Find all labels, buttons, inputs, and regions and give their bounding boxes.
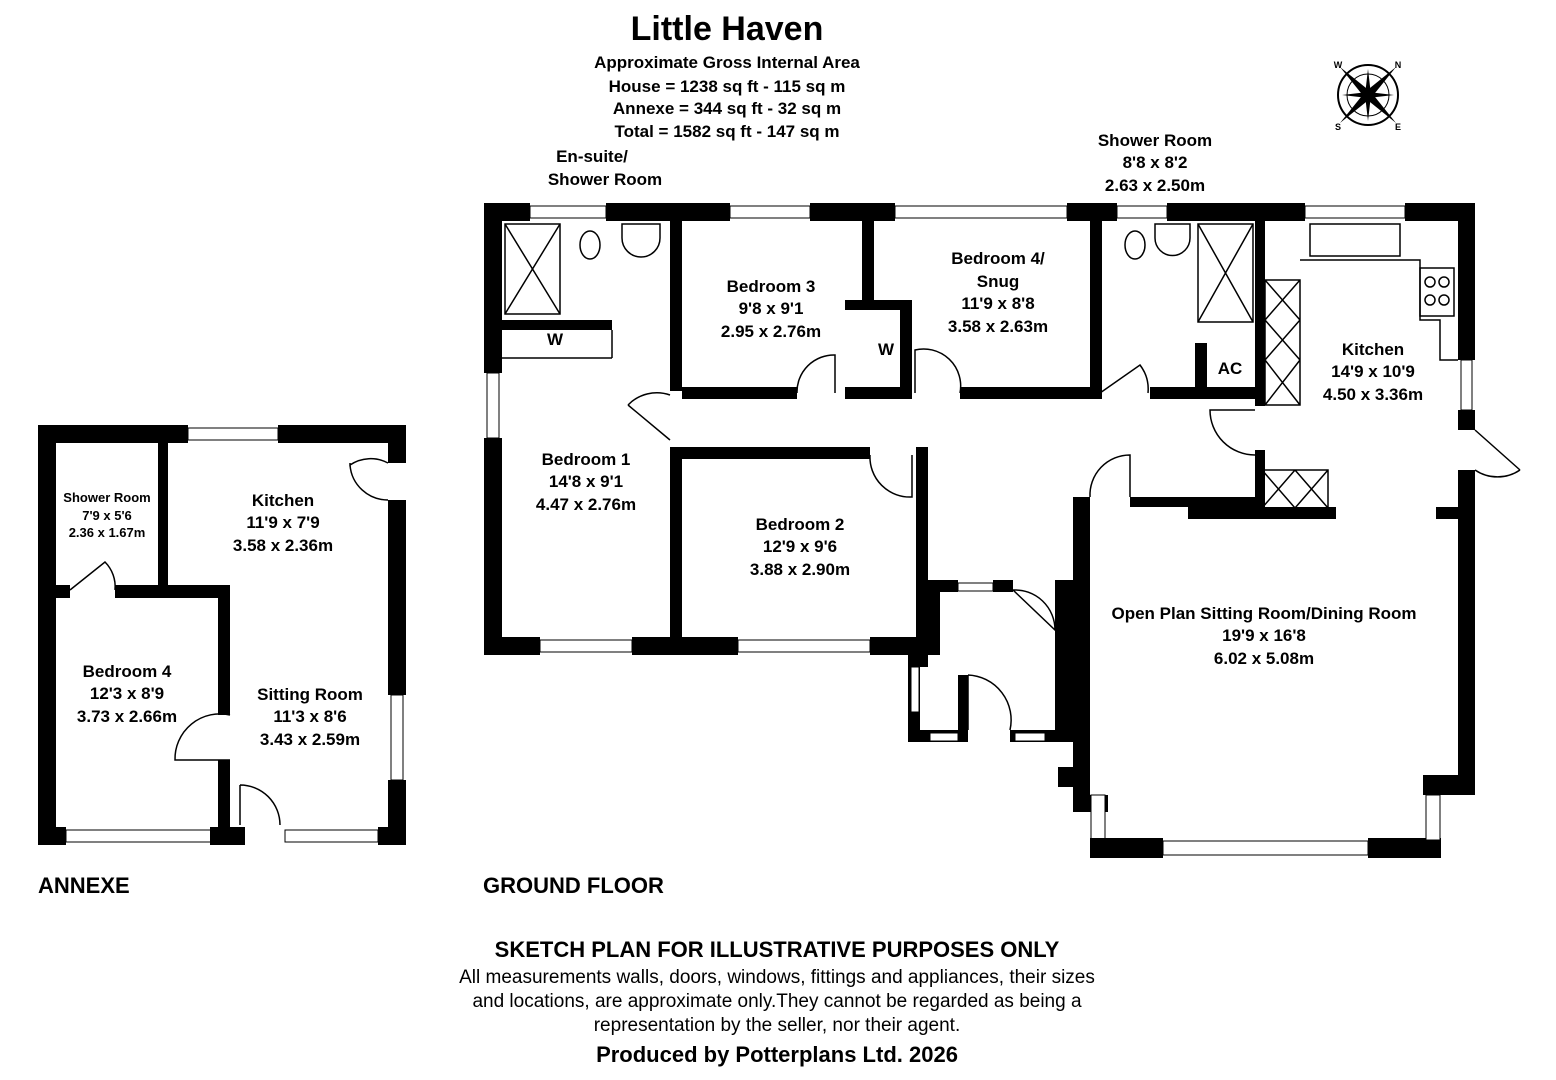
svg-text:Shower Room: Shower Room — [1098, 131, 1212, 150]
ground-floor-label: GROUND FLOOR — [483, 873, 664, 898]
annexe-label: ANNEXE — [38, 873, 130, 898]
compass-rose-icon: W N S E — [1334, 60, 1402, 132]
annexe-bedroom-4: Bedroom 4 12'3 x 8'9 3.73 x 2.66m — [77, 662, 177, 726]
svg-text:11'9 x 7'9: 11'9 x 7'9 — [246, 513, 319, 532]
ensuite-label: En-suite/ Shower Room — [548, 147, 662, 189]
svg-text:4.47 x 2.76m: 4.47 x 2.76m — [536, 495, 636, 514]
total-area: Total = 1582 sq ft - 147 sq m — [614, 122, 839, 141]
svg-text:3.73 x 2.66m: 3.73 x 2.66m — [77, 707, 177, 726]
svg-text:14'9 x 10'9: 14'9 x 10'9 — [1331, 362, 1415, 381]
svg-text:Kitchen: Kitchen — [1342, 340, 1404, 359]
wardrobe-label-2: W — [878, 340, 895, 359]
svg-text:Shower Room: Shower Room — [63, 490, 150, 505]
svg-text:2.63 x 2.50m: 2.63 x 2.50m — [1105, 176, 1205, 195]
svg-text:3.58 x 2.63m: 3.58 x 2.63m — [948, 317, 1048, 336]
svg-text:Open Plan Sitting Room/Dining: Open Plan Sitting Room/Dining Room — [1111, 604, 1416, 623]
svg-text:Shower Room: Shower Room — [548, 170, 662, 189]
svg-text:9'8 x 9'1: 9'8 x 9'1 — [739, 299, 804, 318]
svg-text:Bedroom 4: Bedroom 4 — [83, 662, 172, 681]
svg-text:Kitchen: Kitchen — [252, 491, 314, 510]
annexe-shower-room: Shower Room 7'9 x 5'6 2.36 x 1.67m — [63, 490, 150, 540]
disclaimer-line-1: All measurements walls, doors, windows, … — [459, 967, 1095, 988]
ground-floor-walls — [484, 203, 1521, 858]
svg-text:11'9 x 8'8: 11'9 x 8'8 — [961, 294, 1034, 313]
room-kitchen: Kitchen 14'9 x 10'9 4.50 x 3.36m — [1323, 340, 1423, 404]
compass-w: W — [1334, 60, 1343, 70]
svg-text:19'9 x 16'8: 19'9 x 16'8 — [1222, 626, 1306, 645]
shower-room-label: Shower Room 8'8 x 8'2 2.63 x 2.50m — [1098, 131, 1212, 195]
compass-n: N — [1395, 60, 1402, 70]
svg-text:3.58 x 2.36m: 3.58 x 2.36m — [233, 536, 333, 555]
airing-cupboard-label: AC — [1218, 359, 1243, 378]
annexe-kitchen: Kitchen 11'9 x 7'9 3.58 x 2.36m — [233, 491, 333, 555]
room-open-plan-sitting-dining: Open Plan Sitting Room/Dining Room 19'9 … — [1111, 604, 1416, 668]
disclaimer-line-2: and locations, are approximate only.They… — [472, 991, 1082, 1012]
annexe-walls — [38, 425, 406, 845]
annexe-sitting-room: Sitting Room 11'3 x 8'6 3.43 x 2.59m — [257, 685, 363, 749]
svg-text:11'3 x 8'6: 11'3 x 8'6 — [273, 707, 346, 726]
room-bedroom-4-snug: Bedroom 4/ Snug 11'9 x 8'8 3.58 x 2.63m — [948, 249, 1048, 336]
svg-text:14'8 x 9'1: 14'8 x 9'1 — [549, 472, 623, 491]
svg-text:2.95 x 2.76m: 2.95 x 2.76m — [721, 322, 821, 341]
svg-text:12'3 x 8'9: 12'3 x 8'9 — [90, 684, 164, 703]
room-bedroom-2: Bedroom 2 12'9 x 9'6 3.88 x 2.90m — [750, 515, 850, 579]
compass-s: S — [1335, 122, 1341, 132]
svg-text:8'8 x 8'2: 8'8 x 8'2 — [1123, 153, 1188, 172]
credit-line: Produced by Potterplans Ltd. 2026 — [596, 1042, 958, 1067]
svg-text:Sitting Room: Sitting Room — [257, 685, 363, 704]
svg-text:7'9 x 5'6: 7'9 x 5'6 — [82, 508, 132, 523]
svg-text:Bedroom 2: Bedroom 2 — [756, 515, 845, 534]
svg-text:12'9 x 9'6: 12'9 x 9'6 — [763, 537, 837, 556]
room-bedroom-1: Bedroom 1 14'8 x 9'1 4.47 x 2.76m — [536, 450, 636, 514]
svg-text:En-suite/: En-suite/ — [556, 147, 628, 166]
annexe-area: Annexe = 344 sq ft - 32 sq m — [613, 99, 841, 118]
area-heading: Approximate Gross Internal Area — [594, 53, 860, 72]
compass-e: E — [1395, 122, 1401, 132]
plan-title: Little Haven — [631, 10, 824, 48]
room-bedroom-3: Bedroom 3 9'8 x 9'1 2.95 x 2.76m — [721, 277, 821, 341]
wardrobe-label-1: W — [547, 330, 564, 349]
house-area: House = 1238 sq ft - 115 sq m — [609, 77, 846, 96]
svg-text:Snug: Snug — [977, 272, 1020, 291]
svg-text:2.36 x 1.67m: 2.36 x 1.67m — [69, 525, 146, 540]
svg-text:3.43 x 2.59m: 3.43 x 2.59m — [260, 730, 360, 749]
svg-text:6.02 x 5.08m: 6.02 x 5.08m — [1214, 649, 1314, 668]
svg-text:3.88 x 2.90m: 3.88 x 2.90m — [750, 560, 850, 579]
svg-text:Bedroom 3: Bedroom 3 — [727, 277, 816, 296]
svg-text:4.50 x 3.36m: 4.50 x 3.36m — [1323, 385, 1423, 404]
svg-text:Bedroom 1: Bedroom 1 — [542, 450, 631, 469]
disclaimer-heading: SKETCH PLAN FOR ILLUSTRATIVE PURPOSES ON… — [495, 937, 1060, 962]
disclaimer-line-3: representation by the seller, nor their … — [594, 1015, 961, 1036]
svg-text:Bedroom 4/: Bedroom 4/ — [951, 249, 1045, 268]
